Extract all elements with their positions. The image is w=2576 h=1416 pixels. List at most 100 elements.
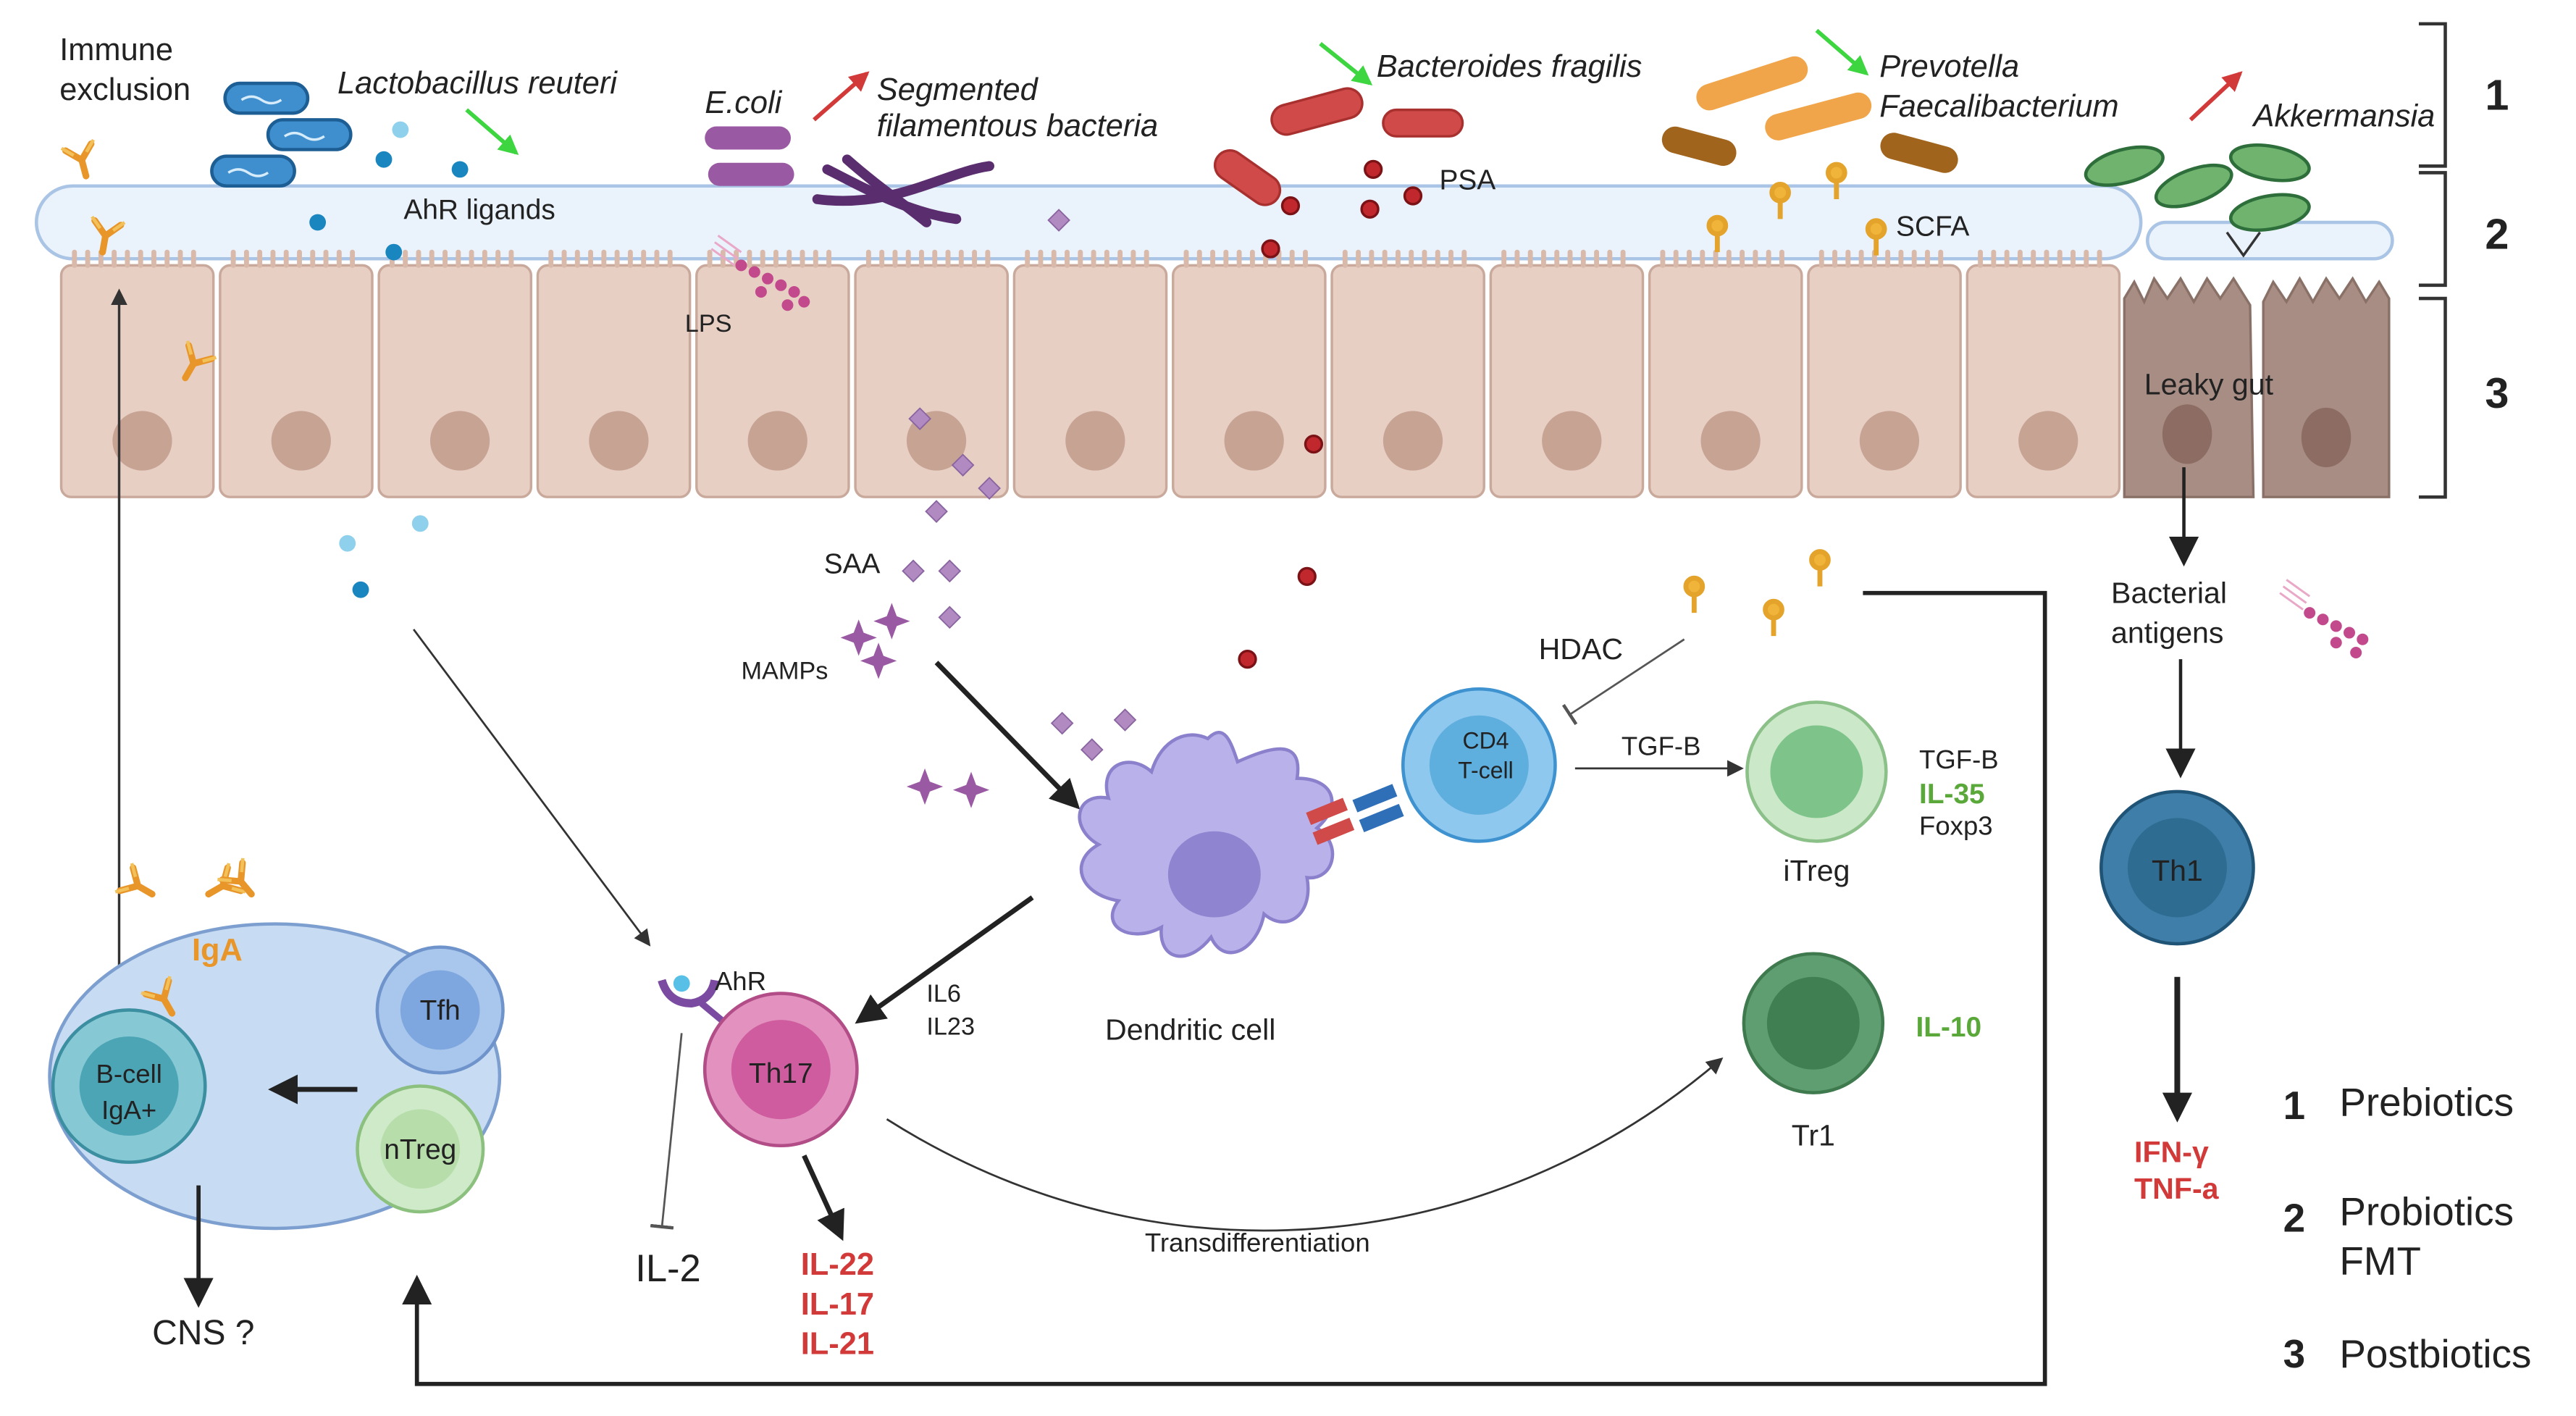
il22-label: IL-22 xyxy=(801,1247,874,1282)
immune-exclusion-label-1: Immune xyxy=(59,33,173,67)
mamp-stars xyxy=(840,603,990,808)
ahr-ligand-dots xyxy=(309,121,469,598)
legend-prebiotics: Prebiotics xyxy=(2339,1080,2514,1125)
faecalibacterium-label: Faecalibacterium xyxy=(1879,89,2118,124)
ahr-label: AhR xyxy=(715,966,766,996)
cns-label: CNS ? xyxy=(152,1314,254,1352)
cd4-label-1: CD4 xyxy=(1463,727,1509,753)
section-brackets xyxy=(2418,22,2447,499)
scfa-lollipops xyxy=(1683,162,1887,637)
prevotella-label: Prevotella xyxy=(1879,49,2019,84)
th17-cell xyxy=(702,992,859,1148)
th1-label: Th1 xyxy=(2152,854,2203,887)
bacterial-antigen-lps-icon xyxy=(2279,579,2369,658)
immune-exclusion-label-2: exclusion xyxy=(59,72,190,107)
th17-label: Th17 xyxy=(749,1058,813,1089)
l-reuteri-decrease-arrow xyxy=(465,108,519,156)
ifng-label: IFN-γ xyxy=(2134,1136,2209,1169)
mamps-label: MAMPs xyxy=(741,658,828,685)
dc-to-th17-arrow xyxy=(855,895,1034,1024)
tnfa-label: TNF-a xyxy=(2134,1172,2220,1205)
mhc-tcr-synapse xyxy=(1306,784,1404,845)
bacteroides-fragilis-bacteria xyxy=(1213,87,1464,206)
prevotella-faecalibacterium-bacteria xyxy=(1661,56,1958,173)
b-cell-iga xyxy=(51,1008,207,1164)
b-fragilis-decrease-arrow xyxy=(1319,42,1373,85)
epithelium xyxy=(59,249,2121,498)
il6-label: IL6 xyxy=(926,980,961,1007)
bracket-1-number: 1 xyxy=(2485,71,2509,120)
prevotella-decrease-arrow xyxy=(1815,28,1869,76)
sfb-label-1: Segmented xyxy=(877,72,1039,107)
leaky-gut-label: Leaky gut xyxy=(2144,368,2274,401)
segmented-filamentous-bacteria xyxy=(812,154,994,227)
e-coli-bacteria xyxy=(705,126,794,186)
cd4-t-cell xyxy=(1401,687,1557,843)
akkermansia-bacteria xyxy=(2084,143,2311,232)
e-coli-label: E.coli xyxy=(705,85,782,120)
legend: 1 Prebiotics 2 Probiotics FMT 3 Postbiot… xyxy=(2283,1080,2532,1376)
il23-label: IL23 xyxy=(926,1013,975,1041)
itreg-tgfb-label: TGF-B xyxy=(1919,745,1999,774)
il21-label: IL-21 xyxy=(801,1327,874,1362)
bracket-3-number: 3 xyxy=(2485,369,2509,417)
b-cell-label-2: IgA+ xyxy=(101,1095,156,1125)
b-cell-label-1: B-cell xyxy=(96,1059,161,1089)
th17-cytokine-arrow xyxy=(802,1155,844,1241)
tfh-label: Tfh xyxy=(420,995,461,1026)
akkermansia-increase-arrow xyxy=(2189,71,2243,122)
lactobacillus-reuteri-bacteria xyxy=(210,81,353,188)
akkermansia-attachment xyxy=(2225,231,2262,258)
scfa-label: SCFA xyxy=(1896,211,1970,242)
tgfb-arrow-label: TGF-B xyxy=(1621,732,1701,761)
transdifferentiation-label: Transdifferentiation xyxy=(1145,1228,1370,1257)
ahr-ligands-label: AhR ligands xyxy=(403,194,555,225)
lactobacillus-reuteri-label: Lactobacillus reuteri xyxy=(337,66,618,101)
dendritic-cell xyxy=(1078,731,1335,958)
psa-dots xyxy=(1214,159,1423,828)
legend-probiotics: Probiotics xyxy=(2339,1189,2514,1233)
legend-number-3: 3 xyxy=(2283,1331,2305,1376)
legend-postbiotics: Postbiotics xyxy=(2339,1331,2531,1376)
tfh-cell xyxy=(375,945,505,1075)
bacterial-antigens-label-1: Bacterial xyxy=(2111,576,2227,609)
legend-number-1: 1 xyxy=(2283,1083,2305,1128)
lps-molecule-icon xyxy=(710,235,810,311)
tr1-il10-label: IL-10 xyxy=(1916,1012,1981,1043)
il17-label: IL-17 xyxy=(801,1287,874,1322)
ahr-ligands-to-th17-arrow xyxy=(413,629,651,947)
saa-mamp-particles xyxy=(902,209,1137,761)
sfb-label-2: filamentous bacteria xyxy=(877,109,1158,143)
saa-label: SAA xyxy=(824,548,881,579)
mucus-layer xyxy=(34,184,2143,261)
lps-label: LPS xyxy=(685,310,732,338)
tr1-cell xyxy=(1742,952,1885,1094)
psa-label: PSA xyxy=(1440,164,1496,196)
ahr-receptor xyxy=(658,975,723,1023)
ntreg-cell xyxy=(356,1084,485,1214)
cd4-label-2: T-cell xyxy=(1458,758,1513,784)
th17-il2-inhibition xyxy=(650,1033,683,1230)
leaky-gut-cells xyxy=(2123,276,2391,498)
legend-number-2: 2 xyxy=(2283,1196,2305,1241)
akkermansia-label: Akkermansia xyxy=(2252,99,2436,133)
scfa-feedback-loop xyxy=(402,590,2047,1386)
bracket-2-number: 2 xyxy=(2485,210,2509,259)
hdac-label: HDAC xyxy=(1539,632,1623,666)
itreg-il35-label: IL-35 xyxy=(1919,779,1985,810)
bacterial-antigens-label-2: antigens xyxy=(2111,616,2223,649)
ntreg-label: nTreg xyxy=(384,1134,456,1165)
bacteroides-fragilis-label: Bacteroides fragilis xyxy=(1377,49,1642,84)
legend-fmt: FMT xyxy=(2339,1239,2421,1283)
sfb-increase-arrow xyxy=(813,71,870,122)
scfa-hdac-inhibition xyxy=(1561,638,1685,726)
itreg-cell xyxy=(1745,700,1888,843)
transdifferentiation-arrow xyxy=(886,1057,1724,1232)
il2-label: IL-2 xyxy=(635,1247,701,1290)
itreg-label: iTreg xyxy=(1783,854,1850,887)
th1-cell xyxy=(2099,789,2255,946)
dendritic-cell-label: Dendritic cell xyxy=(1105,1013,1275,1047)
mamps-to-dc-arrow xyxy=(934,661,1081,810)
iga-label: IgA xyxy=(192,933,243,968)
